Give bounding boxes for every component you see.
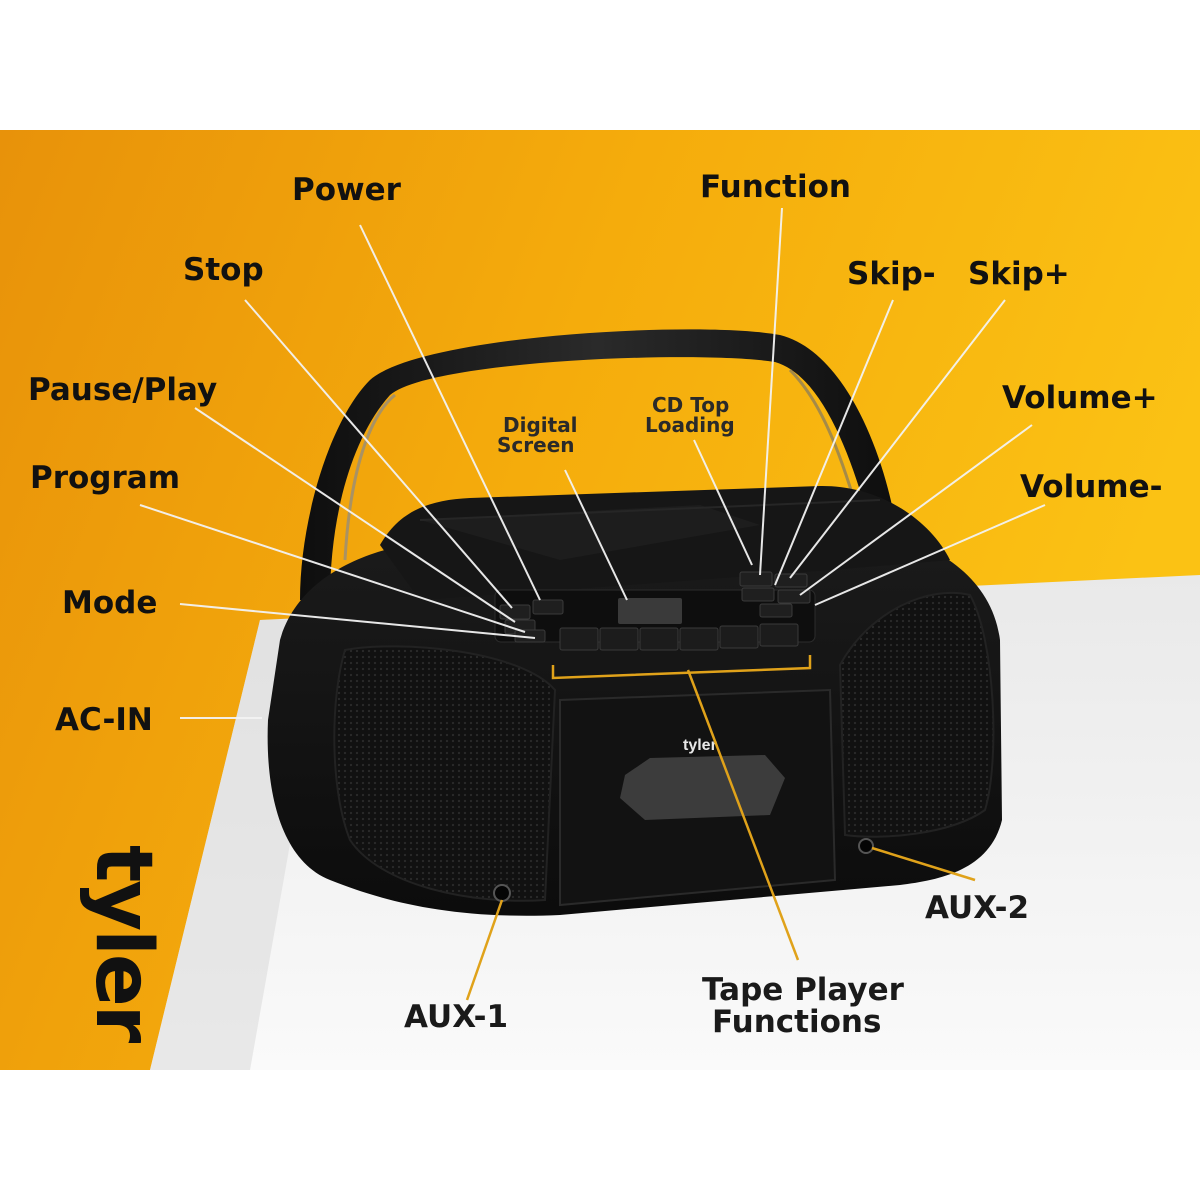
label-skip-plus: Skip+ bbox=[968, 256, 1070, 292]
label-aux-1: AUX-1 bbox=[404, 999, 508, 1035]
label-aux-2: AUX-2 bbox=[925, 890, 1029, 926]
tape-buttons bbox=[559, 623, 799, 651]
label-digital-screen-line2: Screen bbox=[497, 433, 575, 457]
label-volume-plus: Volume+ bbox=[1002, 380, 1158, 416]
skip-minus-button[interactable] bbox=[741, 587, 775, 602]
tape-button[interactable] bbox=[599, 627, 639, 651]
label-digital-screen-line1: Digital bbox=[503, 413, 578, 437]
boombox: tyler bbox=[267, 329, 1003, 916]
tape-button[interactable] bbox=[559, 627, 599, 651]
label-tape-line2: Functions bbox=[712, 1004, 881, 1040]
volume-minus-button[interactable] bbox=[759, 603, 793, 618]
top-deck bbox=[380, 485, 950, 600]
label-mode: Mode bbox=[62, 585, 157, 621]
label-cd-top-line2: Loading bbox=[645, 413, 735, 437]
top-margin bbox=[0, 0, 1200, 130]
cassette-window bbox=[620, 755, 785, 820]
skip-plus-button[interactable] bbox=[774, 573, 808, 588]
tape-button[interactable] bbox=[639, 627, 679, 651]
aux-1-jack[interactable] bbox=[493, 884, 511, 902]
label-stop: Stop bbox=[183, 252, 264, 288]
label-program: Program bbox=[30, 460, 180, 496]
leader-lines bbox=[139, 207, 1046, 1001]
front-logo: tyler bbox=[683, 737, 717, 754]
label-volume-minus: Volume- bbox=[1020, 469, 1162, 505]
bottom-margin bbox=[0, 1070, 1200, 1200]
digital-screen bbox=[618, 598, 682, 624]
label-cd-top-line1: CD Top bbox=[652, 393, 729, 417]
tape-button[interactable] bbox=[759, 623, 799, 647]
left-speaker bbox=[333, 645, 557, 902]
label-pause-play: Pause/Play bbox=[28, 372, 217, 408]
label-tape-line1: Tape Player bbox=[702, 972, 905, 1008]
brand-logo: tyler bbox=[78, 845, 168, 1044]
label-ac-in: AC-IN bbox=[55, 702, 153, 738]
stop-button[interactable] bbox=[499, 604, 531, 620]
control-panel bbox=[494, 571, 816, 651]
function-button[interactable] bbox=[739, 571, 773, 587]
callout-labels: Power Stop Pause/Play Program Mode AC-IN… bbox=[28, 169, 1162, 1040]
right-speaker bbox=[838, 591, 995, 838]
tape-button[interactable] bbox=[679, 627, 719, 651]
power-button[interactable] bbox=[532, 599, 564, 615]
aux-2-jack[interactable] bbox=[858, 838, 874, 854]
label-skip-minus: Skip- bbox=[847, 256, 936, 292]
tape-button[interactable] bbox=[719, 625, 759, 649]
label-function: Function bbox=[700, 169, 851, 205]
label-power: Power bbox=[292, 172, 402, 208]
